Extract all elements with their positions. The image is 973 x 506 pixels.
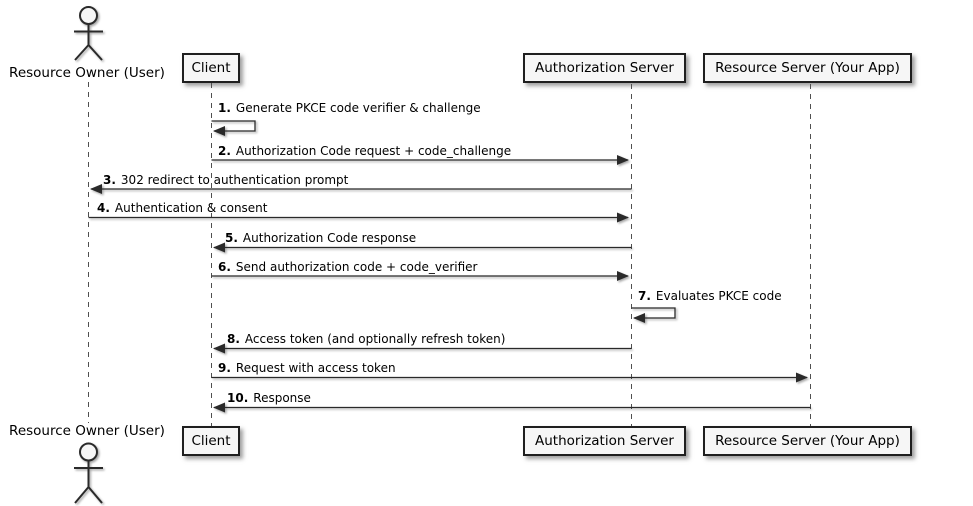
- message-arrows: [88, 120, 811, 413]
- message-10: 10. Response: [227, 391, 311, 406]
- arrow-7-self-auth: [631, 307, 676, 323]
- message-6: 6. Send authorization code + code_verifie…: [218, 260, 477, 275]
- participant-label: Resource Server (Your App): [715, 60, 900, 76]
- message-1: 1. Generate PKCE code verifier & challeng…: [218, 101, 481, 116]
- message-text: 302 redirect to authentication prompt: [120, 173, 349, 187]
- message-text: Authorization Code response: [242, 231, 417, 245]
- message-5: 5. Authorization Code response: [225, 231, 416, 246]
- participant-label: Client: [191, 433, 231, 449]
- message-2: 2. Authorization Code request + code_chal…: [218, 144, 511, 159]
- participant-client-top: Client: [182, 53, 240, 83]
- message-number: 10.: [227, 391, 249, 405]
- actor-label-bottom: Resource Owner (User): [9, 423, 165, 439]
- message-number: 6.: [218, 260, 231, 274]
- participant-label: Resource Server (Your App): [715, 433, 900, 449]
- actor-icon-bottom: [74, 442, 103, 504]
- actor-label-top: Resource Owner (User): [9, 65, 165, 81]
- message-number: 8.: [227, 332, 240, 346]
- message-4: 4. Authentication & consent: [97, 201, 268, 216]
- participant-authorization-server-bottom: Authorization Server: [523, 426, 686, 456]
- participant-label: Authorization Server: [535, 60, 674, 76]
- message-number: 9.: [218, 361, 231, 375]
- message-number: 4.: [97, 201, 110, 215]
- actor-icon-top: [74, 6, 103, 61]
- message-number: 3.: [103, 173, 116, 187]
- participant-label: Client: [191, 60, 231, 76]
- participant-label: Authorization Server: [535, 433, 674, 449]
- message-8: 8. Access token (and optionally refresh t…: [227, 332, 505, 347]
- message-text: Evaluates PKCE code: [655, 289, 782, 303]
- participant-resource-server-bottom: Resource Server (Your App): [703, 426, 912, 456]
- lifelines: [88, 82, 811, 426]
- message-number: 1.: [218, 101, 231, 115]
- message-text: Send authorization code + code_verifier: [235, 260, 478, 274]
- message-number: 2.: [218, 144, 231, 158]
- message-text: Access token (and optionally refresh tok…: [244, 332, 506, 346]
- message-7: 7. Evaluates PKCE code: [638, 289, 782, 304]
- participant-client-bottom: Client: [182, 426, 240, 456]
- message-text: Request with access token: [235, 361, 396, 375]
- message-text: Authentication & consent: [114, 201, 268, 215]
- message-text: Generate PKCE code verifier & challenge: [235, 101, 481, 115]
- message-text: Response: [253, 391, 311, 405]
- participant-resource-server-top: Resource Server (Your App): [703, 53, 912, 83]
- participant-authorization-server-top: Authorization Server: [523, 53, 686, 83]
- message-text: Authorization Code request + code_challe…: [235, 144, 512, 158]
- message-number: 5.: [225, 231, 238, 245]
- message-9: 9. Request with access token: [218, 361, 396, 376]
- message-3: 3. 302 redirect to authentication prompt: [103, 173, 348, 188]
- message-number: 7.: [638, 289, 651, 303]
- arrow-1-self-client: [211, 120, 256, 136]
